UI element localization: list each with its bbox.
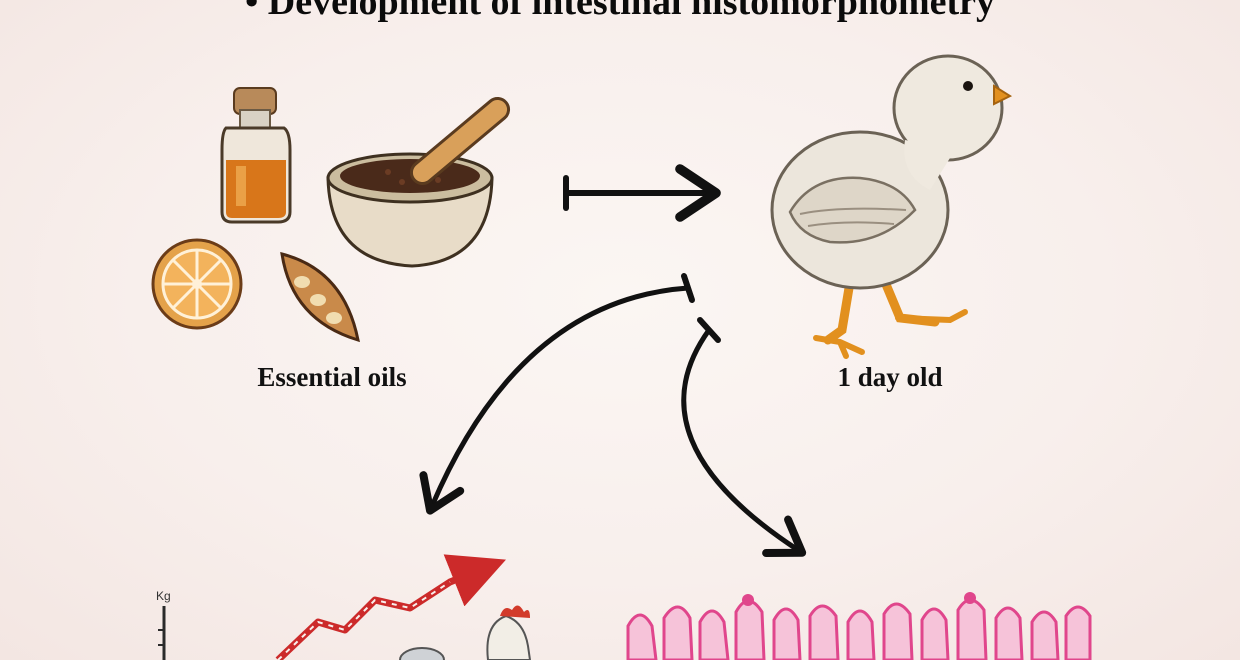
page-title: • Development of intestinal histomorphom…	[245, 0, 995, 23]
chick-icon	[770, 54, 1013, 359]
growth-chart-icon: Kg	[156, 554, 532, 660]
arrow-to-growth-performance	[419, 273, 695, 515]
inhibit-arrow-oils-to-chick	[563, 164, 721, 222]
essential-oils-label: Essential oils	[257, 362, 407, 392]
orange-slice-icon	[151, 238, 243, 330]
arrow-to-intestinal-villi	[681, 317, 807, 558]
essential-oil-bottle-icon	[220, 87, 292, 224]
chick-age-label: 1 day old	[837, 362, 943, 392]
mortar-and-pestle-icon	[326, 97, 511, 268]
seed-pod-icon	[280, 251, 360, 343]
growth-axis-unit: Kg	[156, 589, 171, 603]
intestinal-villi-icon	[626, 592, 1092, 660]
